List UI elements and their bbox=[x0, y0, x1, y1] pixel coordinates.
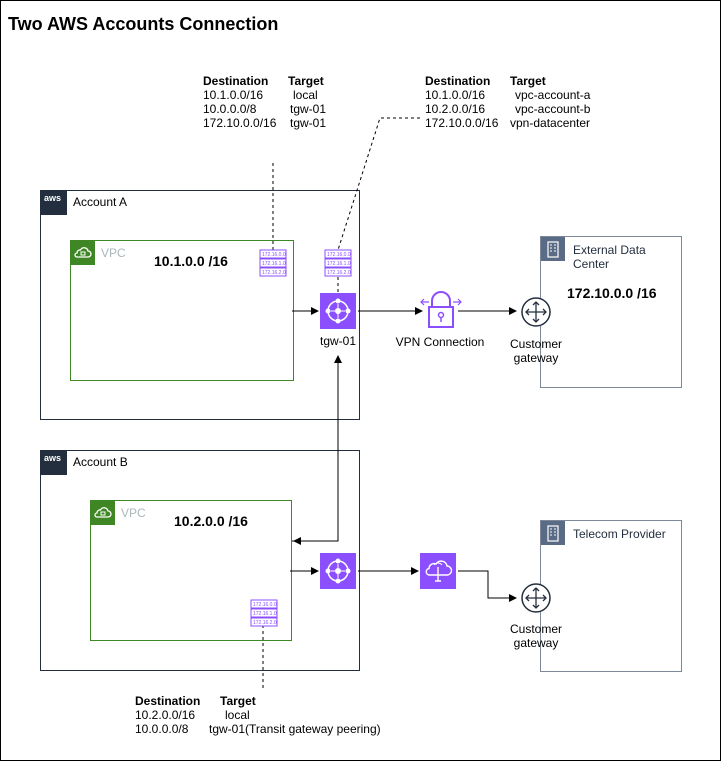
svg-text:172.16.1.0: 172.16.1.0 bbox=[327, 261, 351, 267]
route-table-icon: 172.16.0.0 172.16.1.0 172.16.2.0 bbox=[259, 249, 287, 277]
transit-gateway-icon bbox=[320, 293, 356, 329]
svg-text:172.16.2.0: 172.16.2.0 bbox=[262, 270, 286, 276]
vpc-cidr: 10.1.0.0 /16 bbox=[154, 253, 228, 269]
table-header: Destination bbox=[203, 74, 269, 88]
vpc-label: VPC bbox=[101, 246, 126, 260]
direct-connect-icon bbox=[420, 553, 456, 589]
tgw-label: tgw-01 bbox=[319, 334, 357, 348]
account-a-group: aws Account A bbox=[40, 190, 360, 420]
table-cell: local bbox=[293, 88, 318, 102]
table-cell: 10.0.0.0/8 bbox=[203, 102, 257, 116]
table-cell: tgw-01 bbox=[290, 116, 327, 130]
svg-text:172.16.0.0: 172.16.0.0 bbox=[327, 252, 351, 258]
account-b-group: aws Account B bbox=[40, 450, 360, 671]
table-header: Target bbox=[288, 74, 324, 88]
route-table-account-a: Destination Target 10.1.0.0/16 local 10.0.… bbox=[203, 74, 343, 130]
route-table-icon: 172.16.0.0 172.16.1.0 172.16.2.0 bbox=[250, 599, 278, 627]
svg-text:172.16.0.0: 172.16.0.0 bbox=[253, 602, 277, 608]
table-cell: vpc-account-a bbox=[515, 88, 591, 102]
table-cell: vpc-account-b bbox=[515, 102, 591, 116]
vpn-label: VPN Connection bbox=[395, 335, 485, 349]
svg-text:172.16.2.0: 172.16.2.0 bbox=[327, 270, 351, 276]
building-icon bbox=[541, 237, 565, 261]
vpc-cidr: 10.2.0.0 /16 bbox=[174, 513, 248, 529]
vpc-cloud-icon bbox=[71, 241, 95, 265]
dc-cidr: 172.10.0.0 /16 bbox=[567, 285, 657, 301]
table-header: Destination bbox=[135, 694, 201, 708]
diagram-title: Two AWS Accounts Connection bbox=[8, 14, 279, 34]
table-cell: local bbox=[225, 708, 250, 722]
cgw-label-line1: Customer bbox=[509, 337, 562, 351]
table-cell: vpn-datacenter bbox=[510, 116, 591, 130]
arrow-tgw-peering bbox=[292, 355, 342, 542]
table-header: Target bbox=[510, 74, 546, 88]
table-cell: 10.1.0.0/16 bbox=[425, 88, 486, 102]
dc-label-line2: Center bbox=[573, 257, 610, 271]
table-cell: 10.0.0.0/8 bbox=[135, 722, 189, 736]
transit-gateway-icon bbox=[320, 553, 356, 589]
table-header: Target bbox=[220, 694, 256, 708]
aws-logo-icon: aws bbox=[41, 191, 67, 215]
svg-text:172.16.1.0: 172.16.1.0 bbox=[253, 611, 277, 617]
table-cell: 10.1.0.0/16 bbox=[203, 88, 264, 102]
building-icon bbox=[541, 521, 565, 545]
table-cell: 10.2.0.0/16 bbox=[425, 102, 486, 116]
customer-gateway-icon bbox=[521, 583, 551, 613]
svg-text:172.16.0.0: 172.16.0.0 bbox=[262, 252, 286, 258]
vpn-connection-icon bbox=[420, 291, 462, 328]
svg-text:172.16.1.0: 172.16.1.0 bbox=[262, 261, 286, 267]
account-a-label: Account A bbox=[73, 195, 128, 209]
table-cell: tgw-01 bbox=[290, 102, 327, 116]
callout-line-tgw bbox=[337, 117, 420, 251]
telecom-label: Telecom Provider bbox=[573, 527, 666, 541]
cgw-label-line2: gateway bbox=[513, 351, 559, 365]
route-table-account-b: Destination Target 10.2.0.0/16 local 10.0.… bbox=[135, 694, 395, 736]
vpc-label: VPC bbox=[121, 506, 146, 520]
route-table-icon: 172.16.0.0 172.16.1.0 172.16.2.0 bbox=[324, 249, 352, 277]
customer-gateway-icon bbox=[521, 297, 551, 327]
cgw-label-line1: Customer bbox=[509, 622, 562, 636]
cgw-label-line2: gateway bbox=[513, 636, 559, 650]
aws-logo-icon: aws bbox=[41, 451, 67, 475]
table-header: Destination bbox=[425, 74, 491, 88]
vpc-cloud-icon bbox=[91, 501, 115, 525]
table-cell: 172.10.0.0/16 bbox=[425, 116, 499, 130]
vpc-account-b: VPC 10.2.0.0 /16 bbox=[90, 500, 292, 641]
table-cell: 172.10.0.0/16 bbox=[203, 116, 277, 130]
table-cell: 10.2.0.0/16 bbox=[135, 708, 196, 722]
dc-label-line1: External Data bbox=[573, 243, 646, 257]
account-b-label: Account B bbox=[73, 455, 128, 469]
svg-text:172.16.2.0: 172.16.2.0 bbox=[253, 620, 277, 626]
route-table-tgw: Destination Target 10.1.0.0/16 vpc-account… bbox=[425, 74, 605, 130]
arrow-dx-to-cgw bbox=[458, 570, 517, 602]
table-cell: tgw-01(Transit gateway peering) bbox=[209, 722, 381, 736]
